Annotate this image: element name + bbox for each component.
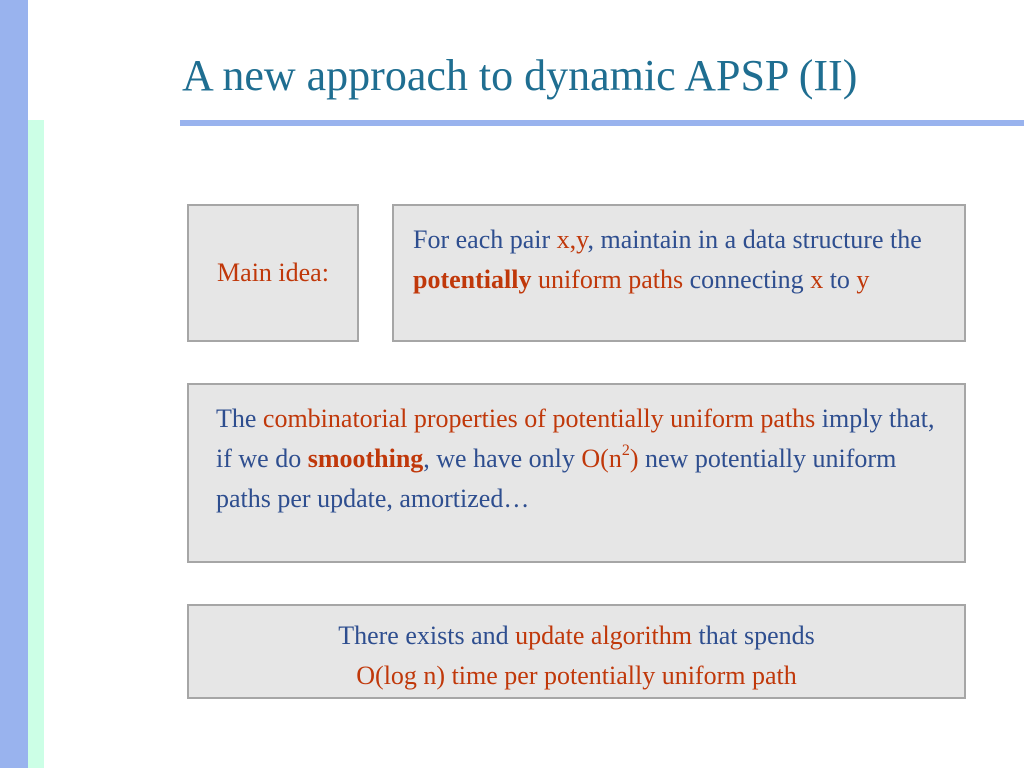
idea-text-to: to bbox=[823, 265, 857, 294]
idea-text-connecting: connecting bbox=[683, 265, 811, 294]
idea-description-box: For each pair x,y, maintain in a data st… bbox=[392, 204, 966, 342]
idea-text-y: y bbox=[856, 265, 870, 294]
idea-text-xy: x,y bbox=[556, 225, 588, 254]
left-accent-bar-blue bbox=[0, 0, 28, 768]
main-idea-box: Main idea: bbox=[187, 204, 359, 342]
idea-text-potentially: potentially bbox=[413, 265, 532, 294]
update-text-algorithm: update algorithm bbox=[515, 621, 693, 650]
properties-text-combinatorial: combinatorial properties of potentially … bbox=[262, 404, 816, 433]
idea-text-x: x bbox=[810, 265, 824, 294]
properties-text-7: new potentially uniform paths per update… bbox=[216, 444, 897, 513]
update-text-3: that spends bbox=[692, 621, 815, 650]
update-algorithm-box: There exists and update algorithm that s… bbox=[187, 604, 966, 699]
idea-text-3: , maintain in a data structure the bbox=[587, 225, 922, 254]
update-line-1: There exists and update algorithm that s… bbox=[199, 616, 954, 656]
properties-complexity-exponent: 2 bbox=[621, 442, 630, 460]
properties-complexity-base: O(n bbox=[581, 444, 622, 473]
properties-text-complexity: O(n2) bbox=[581, 442, 639, 473]
properties-text-smoothing: smoothing bbox=[307, 444, 424, 473]
properties-text-5: , we have only bbox=[423, 444, 582, 473]
combinatorial-properties-box: The combinatorial properties of potentia… bbox=[187, 383, 966, 563]
idea-text-1: For each pair bbox=[413, 225, 557, 254]
properties-complexity-close: ) bbox=[629, 444, 639, 473]
main-idea-label: Main idea: bbox=[217, 258, 329, 287]
properties-text-3: imply that, if we do bbox=[216, 404, 935, 473]
update-line-2: O(log n) time per potentially uniform pa… bbox=[356, 661, 797, 690]
left-accent-bar-green bbox=[28, 120, 44, 768]
slide-title: A new approach to dynamic APSP (II) bbox=[182, 51, 858, 100]
idea-text-uniform-paths: uniform paths bbox=[531, 265, 684, 294]
update-text-1: There exists and bbox=[338, 621, 516, 650]
title-underline bbox=[180, 120, 1024, 126]
properties-text-1: The bbox=[216, 404, 263, 433]
